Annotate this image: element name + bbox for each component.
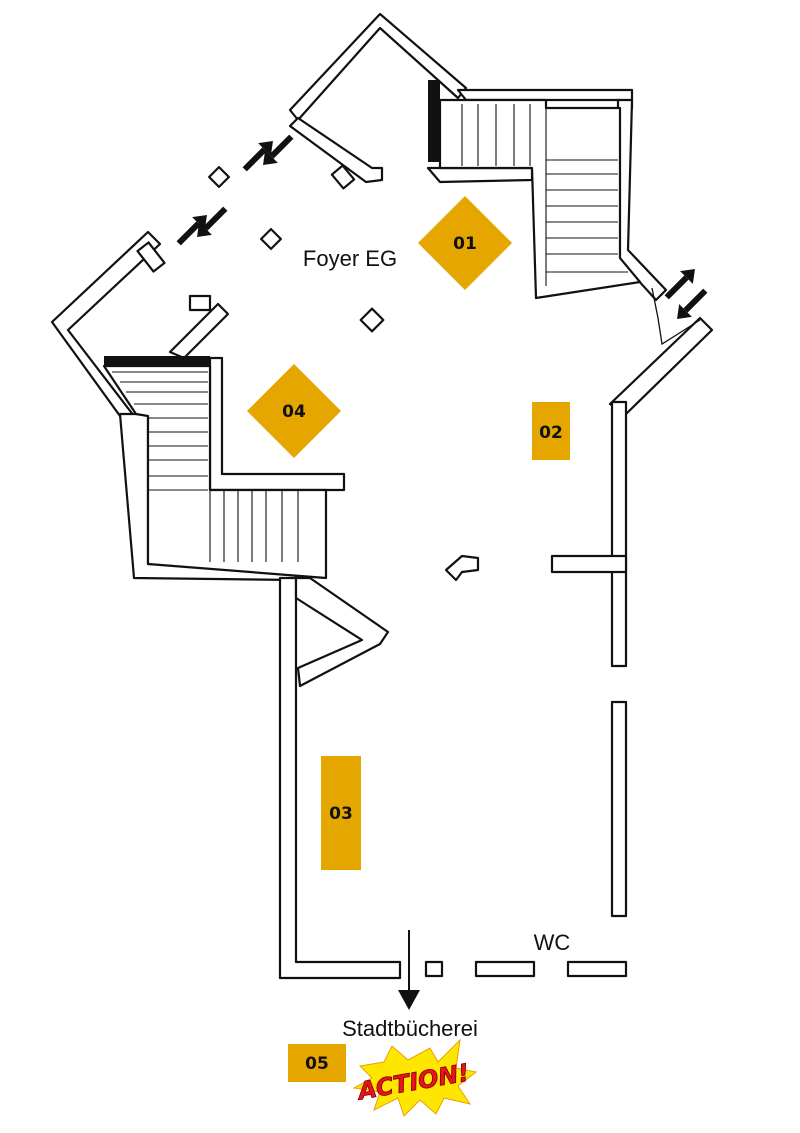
pillars bbox=[208, 166, 480, 582]
wall-west-inner-post bbox=[188, 294, 212, 312]
arrow-in-icon bbox=[263, 134, 294, 165]
wall-south-block-3 bbox=[566, 960, 628, 978]
marker-03-label: 03 bbox=[329, 804, 353, 824]
wc-label: WC bbox=[534, 930, 571, 955]
marker-03-shape bbox=[321, 756, 361, 870]
door-swing-east bbox=[651, 287, 701, 346]
stair-ne-body bbox=[438, 98, 642, 300]
action-badge: ACTION! bbox=[352, 1038, 478, 1117]
arrow-out-icon bbox=[242, 141, 273, 172]
pillar bbox=[260, 228, 282, 250]
marker-02-shape bbox=[532, 402, 570, 460]
marker-05-shape bbox=[288, 1044, 346, 1082]
marker-04[interactable]: 04 bbox=[247, 364, 341, 458]
marker-03[interactable]: 03 bbox=[321, 756, 361, 870]
arrow-in-icon bbox=[677, 288, 708, 319]
wall-east-lower bbox=[610, 700, 628, 918]
marker-04-shape bbox=[247, 364, 341, 458]
arrow-out-icon bbox=[176, 215, 207, 246]
marker-05-label: 05 bbox=[305, 1054, 329, 1074]
wall-west-inner-diagonal bbox=[168, 302, 230, 360]
staircase-north-east bbox=[428, 80, 642, 300]
pillar bbox=[444, 554, 480, 582]
marker-02-label: 02 bbox=[539, 423, 563, 443]
wall-west-stub bbox=[136, 241, 166, 273]
marker-05[interactable]: 05 bbox=[288, 1044, 346, 1082]
wall-east-stub bbox=[550, 554, 628, 574]
marker-01-shape bbox=[418, 196, 512, 290]
arrow-down-icon bbox=[398, 930, 420, 1010]
pillar bbox=[359, 307, 385, 333]
action-burst-icon bbox=[352, 1038, 478, 1117]
staircase-south-west bbox=[102, 356, 328, 580]
arrow-in-icon bbox=[197, 206, 228, 237]
library-label: Stadtbücherei bbox=[342, 1016, 478, 1041]
stair-sw-treads bbox=[112, 371, 299, 562]
marker-02[interactable]: 02 bbox=[532, 402, 570, 460]
marker-01-label: 01 bbox=[453, 234, 477, 254]
wall-south-block-1 bbox=[424, 960, 444, 978]
marker-01[interactable]: 01 bbox=[418, 196, 512, 290]
stair-sw-body bbox=[102, 364, 328, 580]
stair-rail-south-west bbox=[104, 356, 210, 366]
entrance-arrows-east bbox=[651, 269, 708, 346]
wall-south-block-2 bbox=[474, 960, 536, 978]
entrance-arrows-west bbox=[176, 134, 294, 246]
wall-entrance-jamb bbox=[288, 116, 384, 184]
pillar bbox=[208, 166, 230, 188]
wall-east-diagonal bbox=[608, 316, 714, 416]
arrow-out-icon bbox=[664, 269, 695, 300]
wall-corridor-landing bbox=[294, 576, 390, 688]
wall-east-upper bbox=[610, 400, 628, 668]
foyer-label: Foyer EG bbox=[303, 246, 397, 271]
stair-ne-treads bbox=[461, 104, 628, 286]
wall-entrance-post bbox=[330, 164, 356, 190]
stair-rail-north-east bbox=[428, 80, 440, 162]
marker-04-label: 04 bbox=[282, 402, 306, 422]
wall-stair-inner-left bbox=[426, 166, 534, 184]
